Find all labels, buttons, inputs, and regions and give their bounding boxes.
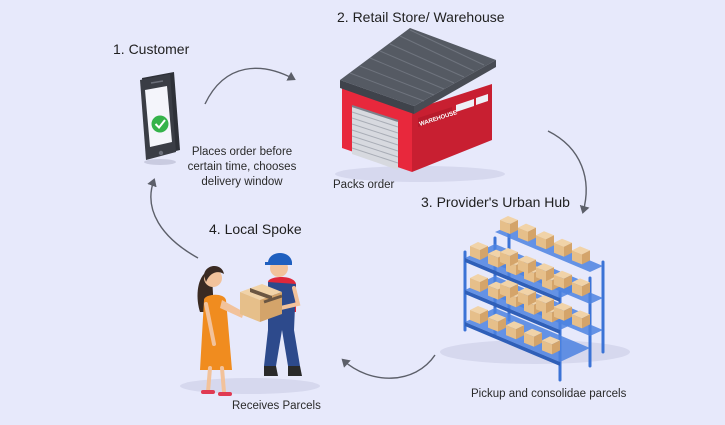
shelf-box — [518, 223, 536, 242]
shelf-box — [572, 278, 590, 297]
step-1-caption-line-1: Places order before — [191, 146, 293, 158]
shelf-box — [470, 274, 488, 292]
step-3-caption: Pickup and consolidae parcels — [471, 388, 627, 400]
parcel-box — [240, 284, 283, 322]
shelf-box — [470, 306, 488, 324]
step-1-caption-line-2: certain time, chooses — [187, 161, 297, 173]
shelf-box — [506, 321, 524, 340]
step-2-title: 2. Retail Store/ Warehouse — [337, 9, 505, 25]
woman-figure — [197, 265, 244, 396]
shelf-box — [554, 270, 572, 289]
shelf-box — [518, 255, 536, 274]
step-1-caption: Places order before certain time, choose… — [180, 145, 304, 190]
shelf-box — [554, 238, 572, 257]
step-4-title: 4. Local Spoke — [209, 221, 302, 237]
arrow-customer-to-warehouse — [204, 67, 296, 105]
shelf-box — [518, 287, 536, 306]
shelf-box — [572, 310, 590, 329]
smartphone-check-icon — [140, 72, 180, 165]
arrow-hub-to-spoke — [341, 354, 436, 379]
shelf-box — [524, 328, 542, 347]
step-3-title: 3. Provider's Urban Hub — [421, 194, 570, 210]
step-4-caption: Receives Parcels — [232, 400, 321, 412]
delivery-people-icon — [180, 253, 320, 396]
arrow-spoke-to-customer — [147, 178, 199, 259]
shelf-box — [488, 313, 506, 332]
step-1-title: 1. Customer — [113, 41, 190, 57]
warehouse-icon — [335, 28, 505, 182]
shelf-box — [536, 231, 554, 250]
arrow-warehouse-to-hub — [547, 130, 590, 214]
shelf-box — [536, 295, 554, 314]
step-1-caption-line-3: delivery window — [201, 176, 283, 188]
shelf-box — [470, 242, 488, 260]
shelf-box — [500, 248, 518, 266]
shelf-box — [536, 263, 554, 282]
shelf-box — [542, 336, 560, 355]
shelving-boxes-icon — [440, 216, 630, 382]
step-2-caption: Packs order — [333, 179, 395, 191]
shelf-box — [500, 216, 518, 234]
shelf-box — [554, 302, 572, 321]
shelf-box — [500, 280, 518, 298]
shelf-box — [572, 246, 590, 265]
